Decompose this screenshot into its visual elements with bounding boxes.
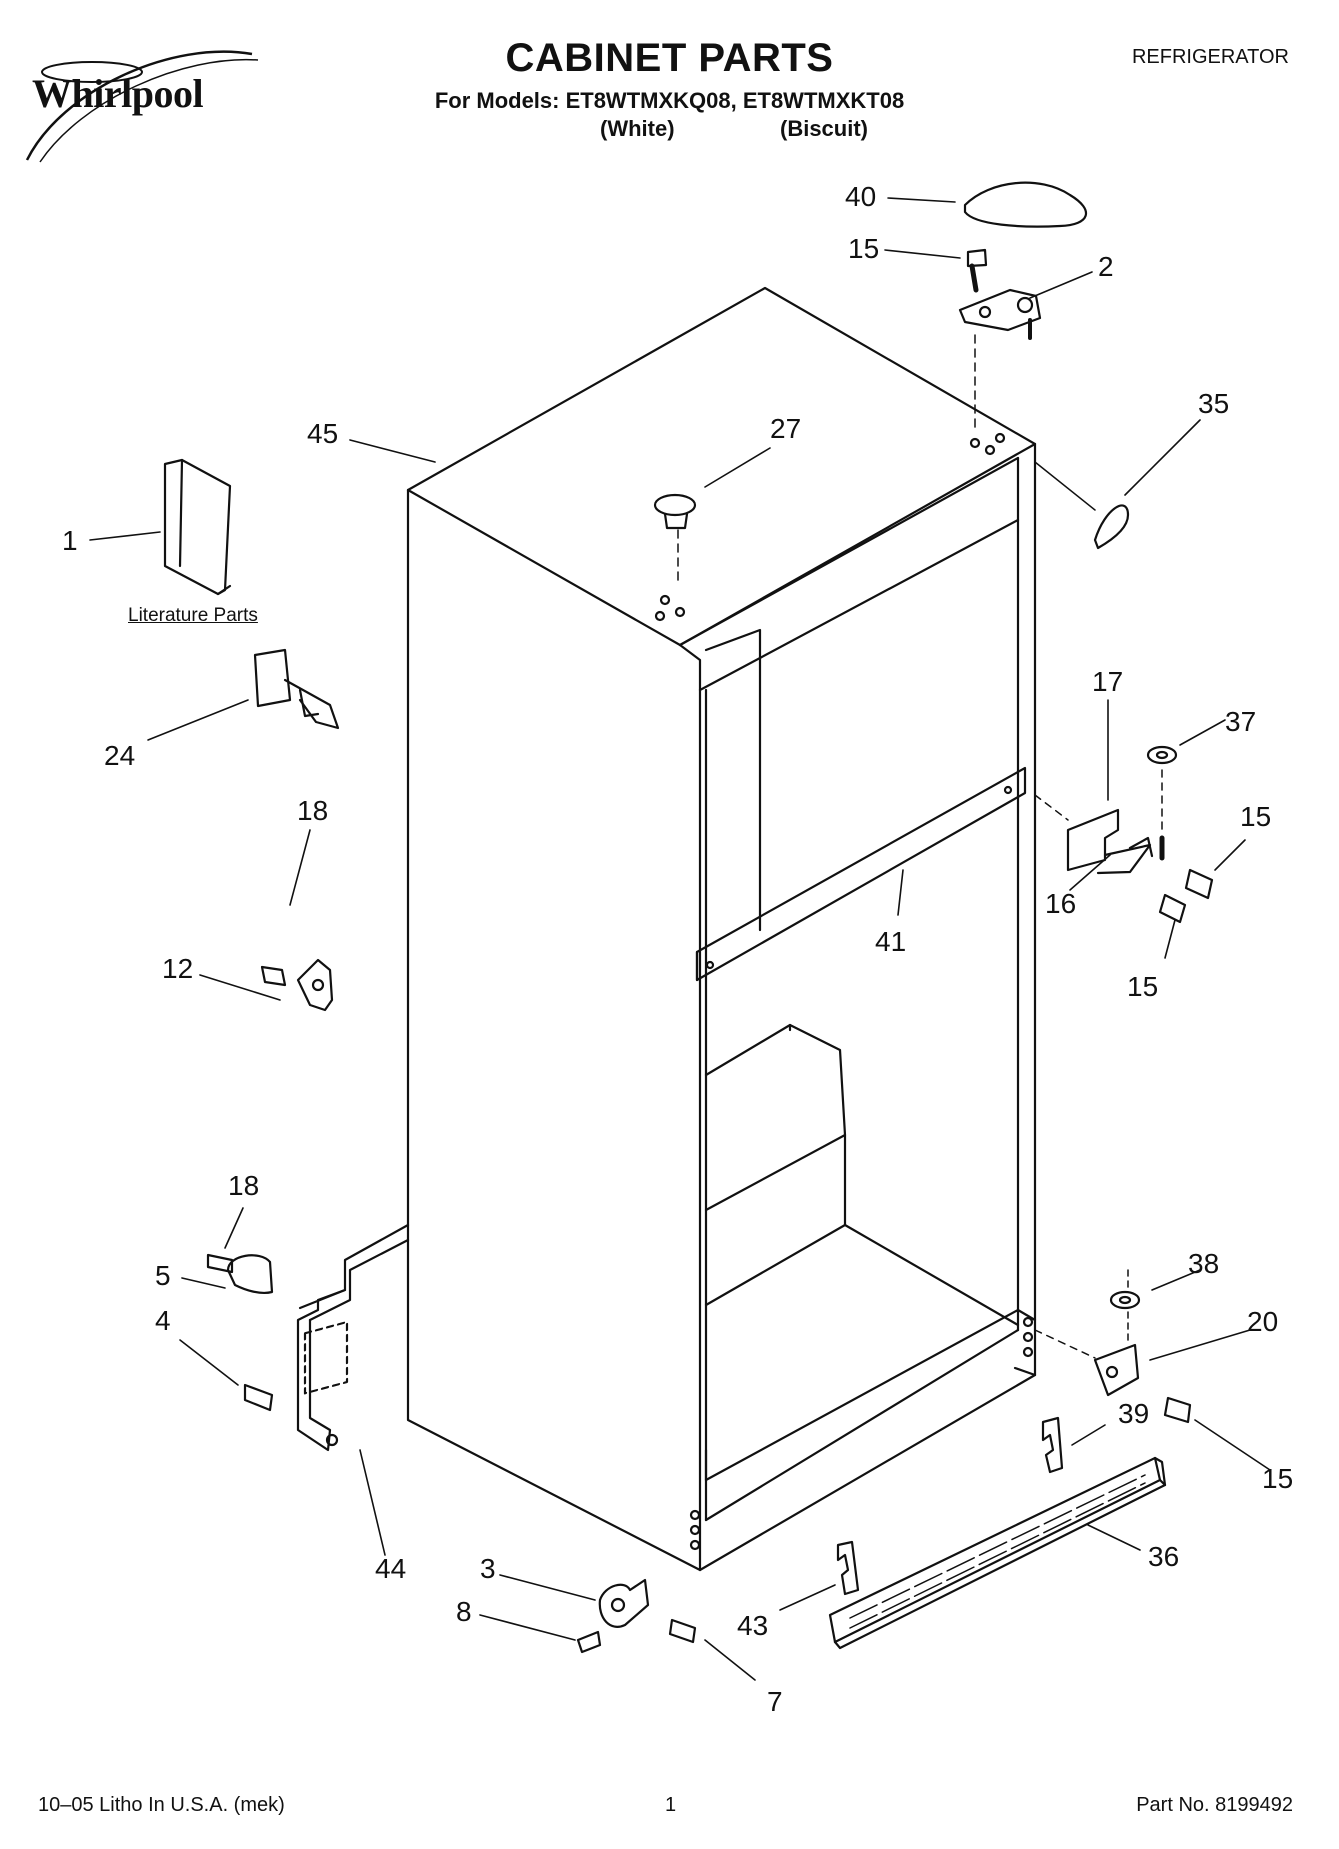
variant-white: (White) xyxy=(600,116,675,141)
callout-17: 17 xyxy=(1092,666,1124,697)
callout-45: 45 xyxy=(307,418,339,449)
callout-12: 12 xyxy=(162,953,194,984)
callout-15: 15 xyxy=(1240,801,1272,832)
brand-logo: Whirlpool xyxy=(32,71,204,116)
callout-15: 15 xyxy=(1262,1463,1294,1494)
callout-43: 43 xyxy=(737,1610,769,1641)
footer-litho: 10–05 Litho In U.S.A. (mek) xyxy=(38,1794,285,1816)
callout-38: 38 xyxy=(1188,1248,1220,1279)
whirlpool-logo-swoosh xyxy=(25,50,259,163)
callout-5: 5 xyxy=(155,1260,171,1291)
callout-8: 8 xyxy=(456,1596,472,1627)
callout-1: 1 xyxy=(62,525,78,556)
part-number: Part No. 8199492 xyxy=(1136,1794,1293,1816)
callout-20: 20 xyxy=(1247,1306,1279,1337)
access-panel xyxy=(296,1223,410,1452)
callout-7: 7 xyxy=(767,1686,783,1717)
page-title: CABINET PARTS xyxy=(505,36,834,80)
page-number: 1 xyxy=(665,1794,677,1816)
callout-15: 15 xyxy=(848,233,880,264)
models-line: For Models: ET8WTMXKQ08, ET8WTMXKT08 xyxy=(434,88,905,113)
product-type: REFRIGERATOR xyxy=(1131,46,1289,68)
callout-4: 4 xyxy=(155,1305,171,1336)
callout-18: 18 xyxy=(228,1170,260,1201)
cabinet-shell xyxy=(406,286,1037,1572)
literature-parts-label: Literature Parts xyxy=(128,605,258,626)
callout-18: 18 xyxy=(297,795,329,826)
callout-44: 44 xyxy=(375,1553,407,1584)
callout-36: 36 xyxy=(1148,1541,1180,1572)
callout-39: 39 xyxy=(1118,1398,1150,1429)
callout-2: 2 xyxy=(1098,251,1114,282)
callout-27: 27 xyxy=(770,413,802,444)
callout-41: 41 xyxy=(875,926,907,957)
callout-16: 16 xyxy=(1045,888,1077,919)
callout-37: 37 xyxy=(1225,706,1257,737)
callout-15: 15 xyxy=(1127,971,1159,1002)
variant-biscuit: (Biscuit) xyxy=(780,116,868,141)
callout-24: 24 xyxy=(104,740,136,771)
callout-40: 40 xyxy=(845,181,877,212)
callout-35: 35 xyxy=(1198,388,1230,419)
callout-3: 3 xyxy=(480,1553,496,1584)
